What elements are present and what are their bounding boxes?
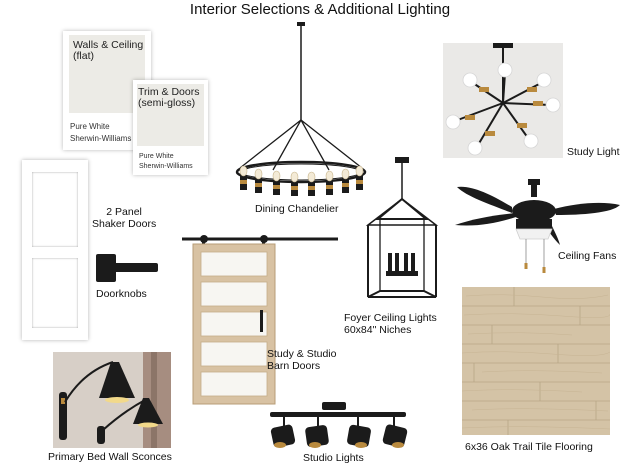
wall-sconces-image [53, 352, 171, 448]
doorknobs-label: Doorknobs [96, 288, 147, 300]
foyer-lantern-image [358, 155, 444, 310]
walls-paint-brand: Sherwin-Williams [70, 134, 132, 143]
walls-paint-name: Pure White [70, 122, 110, 131]
trim-paint-heading: Trim & Doors (semi-gloss) [138, 86, 200, 109]
trim-paint-chip [137, 84, 204, 146]
studio-track-lights-image [258, 400, 418, 452]
barn-doors-label: Study & Studio Barn Doors [267, 348, 337, 372]
ceiling-fans-label: Ceiling Fans [558, 250, 617, 262]
trim-paint-brand: Sherwin-Williams [139, 163, 193, 170]
dining-chandelier-label: Dining Chandelier [255, 203, 339, 215]
shaker-door-image [22, 160, 88, 340]
page-title: Interior Selections & Additional Lightin… [189, 1, 451, 18]
dining-chandelier-image [228, 20, 373, 200]
walls-paint-chip [69, 35, 145, 113]
walls-paint-heading: Walls & Ceiling (flat) [73, 39, 144, 62]
study-light-label: Study Light [567, 146, 620, 158]
studio-lights-label: Studio Lights [303, 452, 364, 464]
barn-door-image [180, 230, 340, 406]
oak-tile-flooring-image [462, 287, 610, 435]
wall-sconces-label: Primary Bed Wall Sconces [48, 451, 172, 463]
oak-flooring-label: 6x36 Oak Trail Tile Flooring [465, 441, 593, 453]
shaker-doors-label: 2 Panel Shaker Doors [92, 206, 157, 230]
ceiling-fan-image [452, 175, 622, 275]
foyer-lights-label: Foyer Ceiling Lights 60x84" Niches [344, 312, 437, 336]
study-light-image [443, 43, 563, 158]
trim-paint-swatch: Trim & Doors (semi-gloss) Pure White She… [133, 80, 208, 175]
doorknob-image [95, 252, 160, 284]
trim-paint-name: Pure White [139, 153, 174, 160]
